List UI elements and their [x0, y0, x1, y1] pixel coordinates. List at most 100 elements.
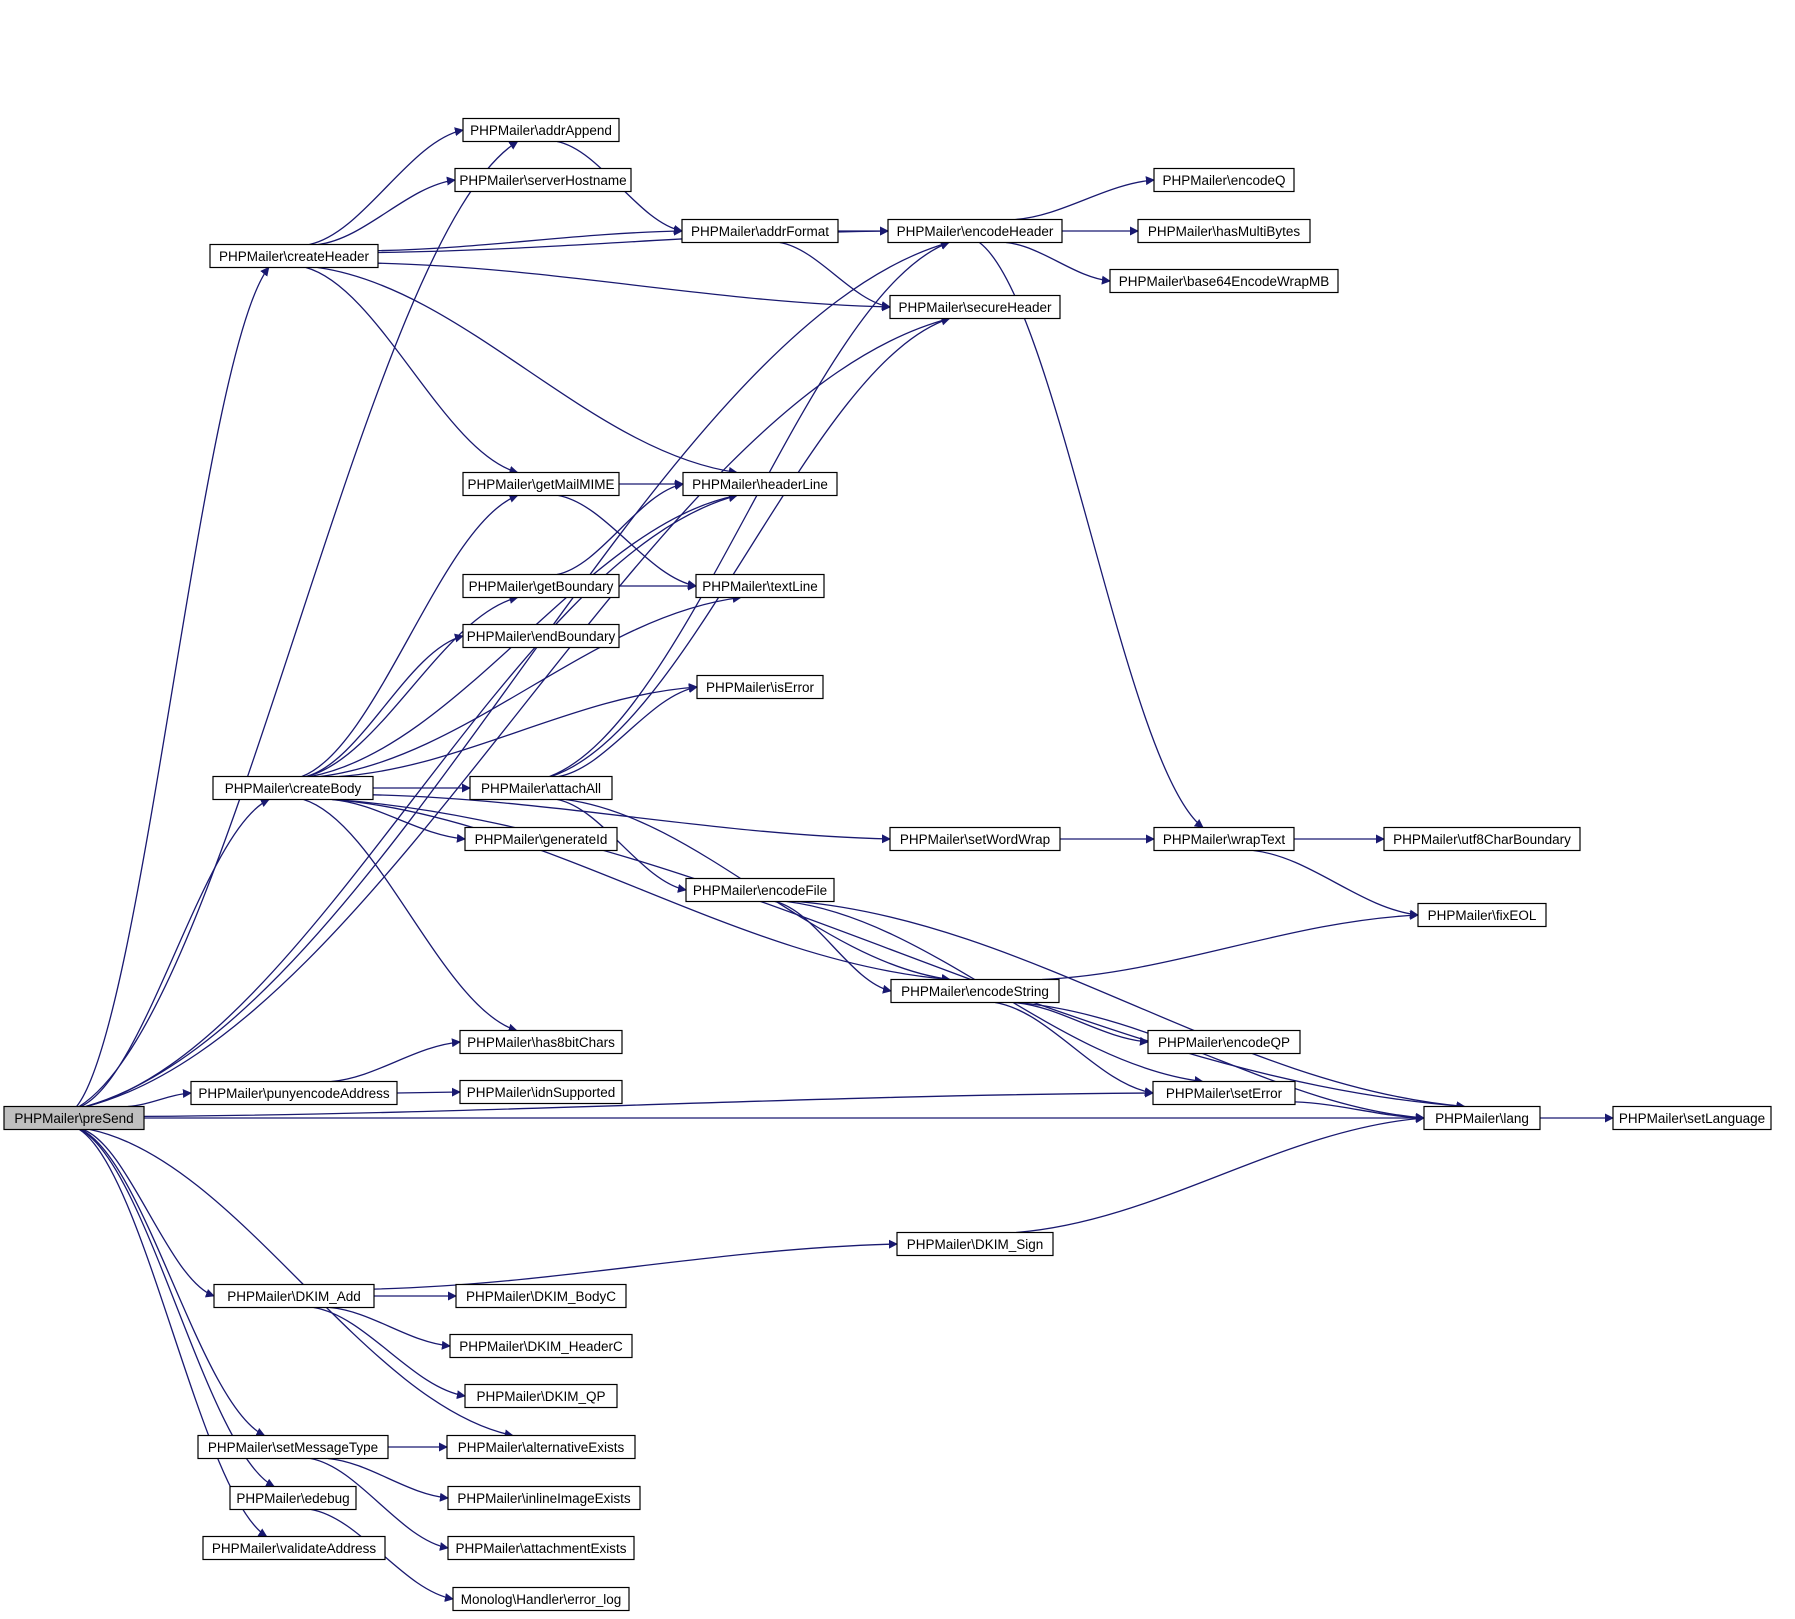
edge-line	[549, 241, 950, 778]
edge-line	[86, 493, 738, 1108]
node-DKIM_BodyC[interactable]: PHPMailer\DKIM_BodyC	[455, 1283, 627, 1309]
node-label: PHPMailer\encodeQ	[1162, 173, 1285, 188]
node-secureHeader[interactable]: PHPMailer\secureHeader	[889, 294, 1061, 320]
edge-DKIM_Add-to-DKIM_QP	[313, 1306, 466, 1400]
node-attachmentExists[interactable]: PHPMailer\attachmentExists	[447, 1535, 635, 1561]
node-addrFormat[interactable]: PHPMailer\addrFormat	[681, 218, 839, 244]
node-box	[1137, 218, 1311, 244]
node-getMailMIME[interactable]: PHPMailer\getMailMIME	[462, 471, 620, 497]
node-attachAll[interactable]: PHPMailer\attachAll	[469, 775, 613, 801]
node-label: PHPMailer\createBody	[225, 781, 362, 796]
node-setWordWrap[interactable]: PHPMailer\setWordWrap	[889, 826, 1061, 852]
edge-line	[85, 240, 950, 1108]
node-setLanguage[interactable]: PHPMailer\setLanguage	[1612, 1105, 1772, 1131]
edge-attachAll-to-encodeHeader	[549, 241, 950, 778]
node-addrAppend[interactable]: PHPMailer\addrAppend	[462, 117, 620, 143]
node-utf8CharBoundary[interactable]: PHPMailer\utf8CharBoundary	[1383, 826, 1581, 852]
edge-setMessageType-to-inlineImageExists	[327, 1457, 449, 1502]
edge-createHeader-to-addrAppend	[309, 127, 464, 246]
node-box	[1153, 167, 1295, 193]
edge-line	[373, 1239, 898, 1290]
node-encodeFile[interactable]: PHPMailer\encodeFile	[685, 877, 835, 903]
edge-encodeFile-to-lang	[797, 900, 1466, 1111]
node-label: PHPMailer\encodeQP	[1158, 1035, 1290, 1050]
node-box	[464, 1383, 618, 1409]
node-box	[462, 117, 620, 143]
node-createBody[interactable]: PHPMailer\createBody	[212, 775, 374, 801]
node-idnSupported[interactable]: PHPMailer\idnSupported	[459, 1079, 623, 1105]
node-has8bitChars[interactable]: PHPMailer\has8bitChars	[459, 1029, 623, 1055]
node-endBoundary[interactable]: PHPMailer\endBoundary	[462, 623, 620, 649]
node-base64EncodeWrapMB[interactable]: PHPMailer\base64EncodeWrapMB	[1109, 268, 1339, 294]
node-DKIM_HeaderC[interactable]: PHPMailer\DKIM_HeaderC	[449, 1333, 633, 1359]
node-label: PHPMailer\utf8CharBoundary	[1393, 832, 1571, 847]
node-headerLine[interactable]: PHPMailer\headerLine	[682, 471, 838, 497]
node-box	[455, 1283, 627, 1309]
node-getBoundary[interactable]: PHPMailer\getBoundary	[462, 573, 620, 599]
edge-line	[377, 226, 683, 252]
edge-line	[318, 176, 456, 246]
node-encodeString[interactable]: PHPMailer\encodeString	[890, 978, 1060, 1004]
edge-preSend-to-setMessageType	[80, 1128, 266, 1437]
node-serverHostname[interactable]: PHPMailer\serverHostname	[454, 167, 632, 193]
node-label: PHPMailer\encodeHeader	[897, 224, 1054, 239]
node-label: PHPMailer\encodeString	[901, 984, 1049, 999]
edge-line	[301, 494, 519, 778]
node-fixEOL[interactable]: PHPMailer\fixEOL	[1417, 902, 1547, 928]
node-label: PHPMailer\addrAppend	[470, 123, 612, 138]
node-validateAddress[interactable]: PHPMailer\validateAddress	[202, 1535, 386, 1561]
edge-preSend-to-encodeHeader	[85, 240, 950, 1108]
node-encodeQP[interactable]: PHPMailer\encodeQP	[1147, 1029, 1301, 1055]
node-box	[190, 1080, 398, 1106]
edge-createBody-to-textLine	[319, 594, 742, 778]
node-textLine[interactable]: PHPMailer\textLine	[695, 573, 825, 599]
node-alternativeExists[interactable]: PHPMailer\alternativeExists	[446, 1434, 636, 1460]
edge-line	[327, 1457, 449, 1502]
edge-attachAll-to-secureHeader	[550, 316, 951, 778]
node-DKIM_Sign[interactable]: PHPMailer\DKIM_Sign	[896, 1231, 1054, 1257]
edge-line	[306, 595, 519, 778]
node-label: PHPMailer\DKIM_Add	[227, 1289, 361, 1304]
node-DKIM_Add[interactable]: PHPMailer\DKIM_Add	[213, 1283, 375, 1309]
node-inlineImageExists[interactable]: PHPMailer\inlineImageExists	[447, 1485, 641, 1511]
node-label: PHPMailer\inlineImageExists	[457, 1491, 631, 1506]
node-label: PHPMailer\hasMultiBytes	[1148, 224, 1301, 239]
node-box	[469, 775, 613, 801]
node-label: PHPMailer\isError	[706, 680, 815, 695]
node-box	[449, 1333, 633, 1359]
node-box	[1612, 1105, 1772, 1131]
edge-preSend-to-DKIM_Add	[82, 1128, 215, 1298]
node-encodeQ[interactable]: PHPMailer\encodeQ	[1153, 167, 1295, 193]
node-setMessageType[interactable]: PHPMailer\setMessageType	[197, 1434, 389, 1460]
node-label: PHPMailer\setLanguage	[1619, 1111, 1765, 1126]
node-label: Monolog\Handler\error_log	[461, 1592, 622, 1607]
node-box	[454, 167, 632, 193]
edge-line	[779, 241, 891, 311]
edge-line	[309, 127, 464, 246]
node-hasMultiBytes[interactable]: PHPMailer\hasMultiBytes	[1137, 218, 1311, 244]
edge-line	[396, 1087, 461, 1097]
edge-wrapText-to-fixEOL	[1253, 849, 1419, 919]
node-box	[212, 775, 374, 801]
node-setError[interactable]: PHPMailer\setError	[1152, 1080, 1296, 1106]
node-box	[1152, 1080, 1296, 1106]
node-lang[interactable]: PHPMailer\lang	[1423, 1105, 1541, 1131]
node-punyencodeAddress[interactable]: PHPMailer\punyencodeAddress	[190, 1080, 398, 1106]
node-error_log[interactable]: Monolog\Handler\error_log	[452, 1586, 630, 1612]
node-wrapText[interactable]: PHPMailer\wrapText	[1153, 826, 1295, 852]
edge-preSend-to-validateAddress	[78, 1128, 268, 1538]
node-DKIM_QP[interactable]: PHPMailer\DKIM_QP	[464, 1383, 618, 1409]
node-box	[452, 1586, 630, 1612]
edge-preSend-to-setError	[143, 1088, 1154, 1118]
node-isError[interactable]: PHPMailer\isError	[696, 674, 824, 700]
node-box	[462, 573, 620, 599]
node-label: PHPMailer\headerLine	[692, 477, 828, 492]
node-encodeHeader[interactable]: PHPMailer\encodeHeader	[887, 218, 1063, 244]
node-edebug[interactable]: PHPMailer\edebug	[229, 1485, 357, 1511]
node-generateId[interactable]: PHPMailer\generateId	[464, 826, 618, 852]
edge-line	[313, 1306, 466, 1400]
node-box	[682, 471, 838, 497]
node-label: PHPMailer\setWordWrap	[900, 832, 1050, 847]
edge-line	[1015, 1001, 1425, 1122]
node-createHeader[interactable]: PHPMailer\createHeader	[209, 243, 379, 269]
